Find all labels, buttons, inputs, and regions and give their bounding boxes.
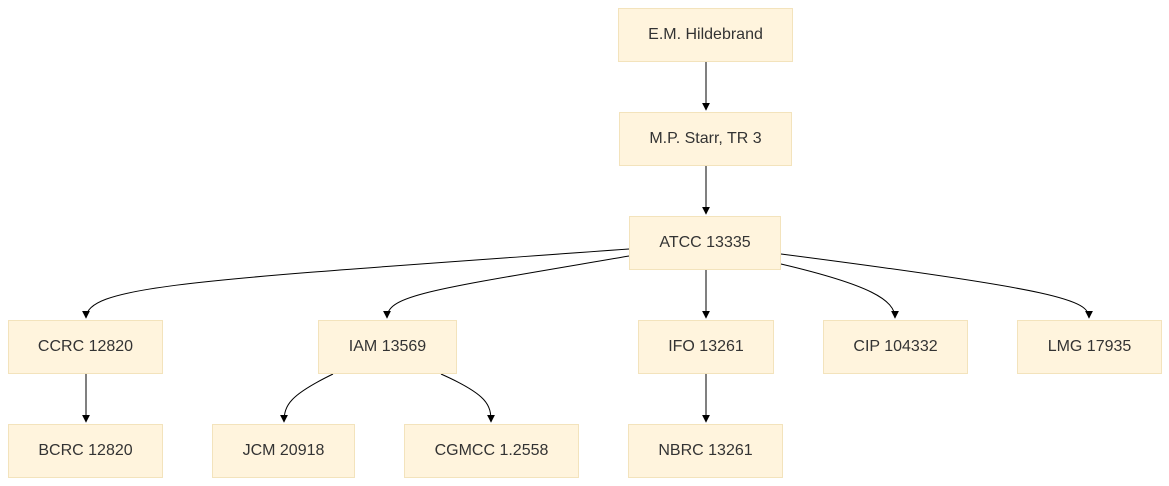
node-label: BCRC 12820 <box>38 442 133 459</box>
node-jcm: JCM 20918 <box>212 424 355 478</box>
node-label: LMG 17935 <box>1047 338 1132 355</box>
edge-iam-to-cgmcc <box>440 373 495 423</box>
node-lmg: LMG 17935 <box>1017 320 1162 374</box>
node-starr: M.P. Starr, TR 3 <box>619 112 792 166</box>
node-bcrc: BCRC 12820 <box>8 424 163 478</box>
node-label: CCRC 12820 <box>37 338 134 355</box>
edge-atcc-to-cip <box>780 263 899 319</box>
node-label: M.P. Starr, TR 3 <box>649 130 762 147</box>
node-cip: CIP 104332 <box>823 320 968 374</box>
node-ccrc: CCRC 12820 <box>8 320 163 374</box>
node-label: IFO 13261 <box>668 338 744 355</box>
node-label: NBRC 13261 <box>658 442 753 459</box>
node-nbrc: NBRC 13261 <box>628 424 783 478</box>
node-label: CGMCC 1.2558 <box>434 442 549 459</box>
node-ifo: IFO 13261 <box>638 320 774 374</box>
edge-atcc-to-lmg <box>780 253 1093 319</box>
edge-iam-to-jcm <box>280 373 334 423</box>
edge-atcc-to-ccrc <box>82 248 630 319</box>
node-label: E.M. Hildebrand <box>648 26 763 43</box>
node-label: ATCC 13335 <box>659 234 751 251</box>
node-hildebrand: E.M. Hildebrand <box>618 8 793 62</box>
node-cgmcc: CGMCC 1.2558 <box>404 424 579 478</box>
node-label: CIP 104332 <box>853 338 938 355</box>
edge-atcc-to-iam <box>383 255 630 319</box>
node-iam: IAM 13569 <box>318 320 457 374</box>
node-label: IAM 13569 <box>348 338 427 355</box>
node-label: JCM 20918 <box>242 442 325 459</box>
node-atcc: ATCC 13335 <box>629 216 781 270</box>
